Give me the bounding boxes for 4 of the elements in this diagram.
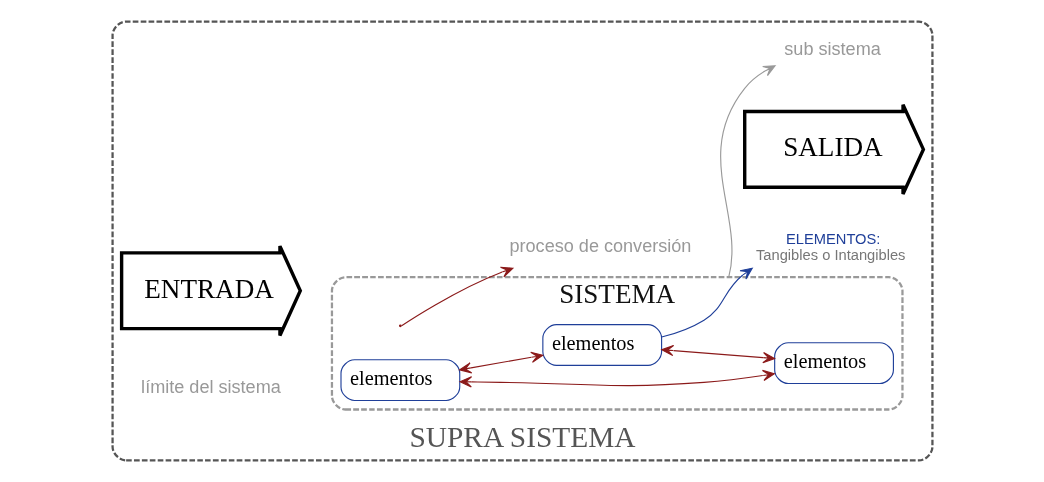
node-text: ELEMENTOS: Tangibles o Intangibles xyxy=(755,230,905,263)
node-text: sub sistema xyxy=(783,39,881,60)
label: límite del sistema xyxy=(140,377,281,398)
node-text: proceso de conversión xyxy=(509,236,691,257)
